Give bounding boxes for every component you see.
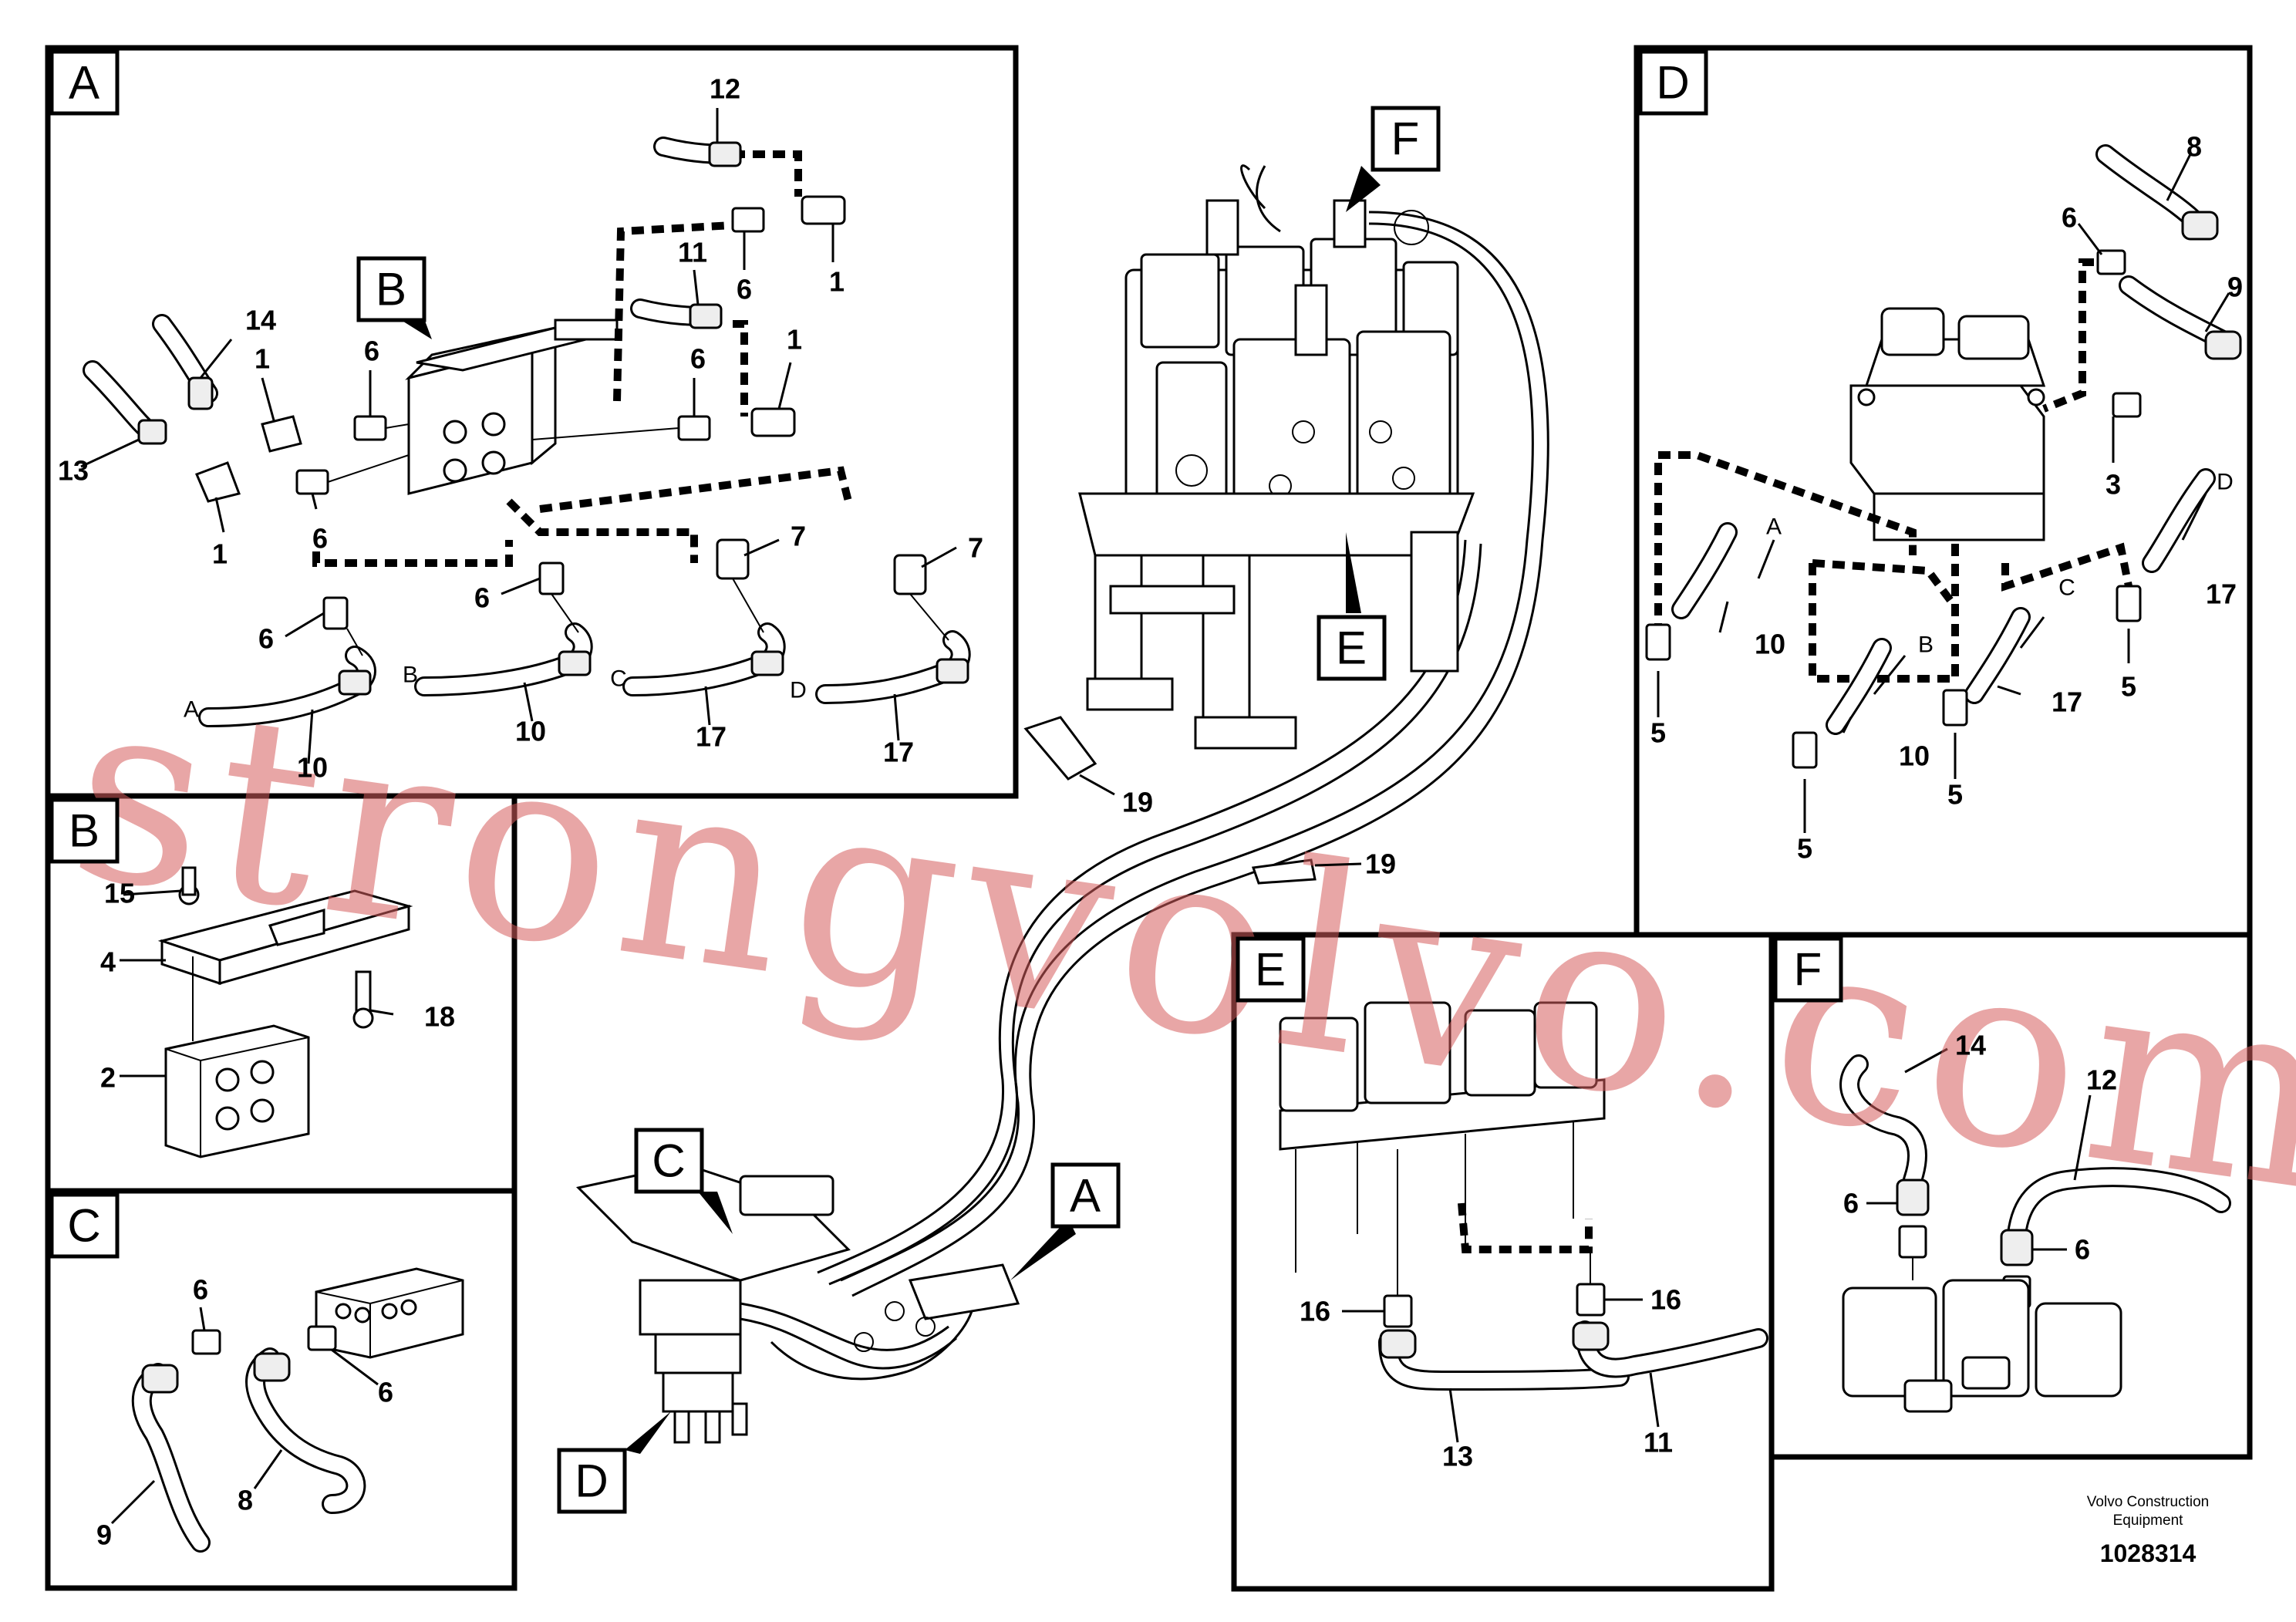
part-label-6: 6	[193, 1274, 208, 1306]
part-label-13: 13	[1442, 1441, 1473, 1472]
part-label-5: 5	[1947, 779, 1963, 811]
svg-text:D: D	[575, 1455, 608, 1507]
part-label-6: 6	[364, 336, 379, 367]
drawing-number: 1028314	[2100, 1539, 2197, 1567]
part-label-14: 14	[245, 305, 276, 336]
part-label-4: 4	[100, 946, 116, 978]
part-label-1: 1	[829, 266, 845, 298]
part-label-10: 10	[1755, 629, 1785, 660]
part-label-17: 17	[883, 737, 914, 768]
part-label-19: 19	[1365, 848, 1396, 880]
part-label-12: 12	[2086, 1064, 2117, 1096]
part-label-10: 10	[297, 752, 328, 784]
svg-text:E: E	[1336, 622, 1367, 674]
svg-text:E: E	[1255, 944, 1286, 996]
part-label-6: 6	[474, 582, 490, 614]
center-assembly	[575, 164, 1549, 1444]
part-label-2: 2	[100, 1062, 116, 1094]
part-label-18: 18	[424, 1001, 455, 1033]
part-label-9: 9	[96, 1519, 112, 1551]
part-label-17: 17	[696, 721, 727, 753]
part-label-1: 1	[787, 324, 802, 356]
svg-text:A: A	[69, 57, 99, 109]
part-label-3: 3	[2106, 469, 2121, 501]
panel-d	[1633, 45, 2253, 938]
connection-label-d: D	[2217, 470, 2234, 495]
svg-text:C: C	[652, 1135, 685, 1187]
part-label-10: 10	[1899, 740, 1930, 772]
connection-label-a: A	[184, 697, 199, 723]
panel-e	[1231, 932, 1775, 1592]
callout-b: B	[356, 256, 432, 339]
part-label-15: 15	[104, 878, 135, 909]
part-label-17: 17	[2206, 578, 2237, 610]
panel-b	[45, 793, 518, 1194]
section-tag-a: A	[49, 49, 120, 116]
manufacturer-name-line2: Equipment	[2113, 1512, 2184, 1529]
part-label-12: 12	[710, 73, 740, 105]
connection-label-c: C	[2058, 575, 2075, 601]
part-label-5: 5	[1797, 833, 1812, 865]
part-label-5: 5	[2121, 671, 2136, 703]
section-tag-e: E	[1236, 936, 1306, 1003]
part-label-6: 6	[737, 274, 752, 305]
part-label-14: 14	[1955, 1030, 1986, 1061]
part-label-6: 6	[2075, 1234, 2090, 1266]
part-label-6: 6	[690, 343, 706, 375]
svg-text:D: D	[1656, 57, 1689, 109]
connection-label-c: C	[610, 666, 627, 692]
part-label-1: 1	[212, 538, 228, 570]
callout-d: D	[557, 1411, 671, 1514]
connection-label-b: B	[1918, 632, 1934, 658]
part-label-1: 1	[255, 343, 270, 375]
callout-c: C	[634, 1128, 733, 1234]
section-tag-c: C	[49, 1192, 120, 1259]
part-label-16: 16	[1300, 1296, 1330, 1327]
part-label-7: 7	[791, 521, 806, 552]
part-label-13: 13	[58, 455, 89, 487]
svg-text:C: C	[67, 1200, 100, 1252]
part-label-6: 6	[2062, 202, 2077, 234]
part-label-6: 6	[312, 523, 328, 555]
section-tag-d: D	[1638, 49, 1708, 116]
manufacturer-name: Volvo Construction	[2087, 1494, 2209, 1510]
svg-text:B: B	[376, 264, 406, 315]
callout-e: E	[1317, 532, 1387, 681]
part-label-10: 10	[515, 716, 546, 747]
section-tag-f: F	[1773, 936, 1843, 1003]
section-tag-b: B	[49, 798, 120, 864]
connection-label-d: D	[790, 678, 807, 703]
part-label-7: 7	[968, 532, 983, 564]
part-label-17: 17	[2052, 686, 2082, 718]
callout-f: F	[1346, 106, 1441, 212]
connection-label-a: A	[1766, 514, 1782, 540]
panel-f	[1768, 932, 2253, 1460]
fitting-12-hose	[653, 137, 743, 167]
svg-text:F: F	[1794, 944, 1822, 996]
svg-text:F: F	[1391, 113, 1420, 165]
connection-label-b: B	[403, 663, 418, 688]
part-label-11: 11	[678, 237, 707, 268]
part-label-16: 16	[1650, 1284, 1681, 1316]
part-label-19: 19	[1122, 787, 1153, 818]
panel-a	[45, 45, 1019, 799]
part-label-11: 11	[1644, 1427, 1673, 1458]
part-label-6: 6	[378, 1377, 393, 1408]
part-label-6: 6	[258, 623, 274, 655]
part-label-5: 5	[1650, 717, 1666, 749]
panel-c	[45, 1188, 518, 1591]
part-label-9: 9	[2227, 271, 2243, 303]
part-label-6: 6	[1843, 1188, 1859, 1219]
part-label-8: 8	[2186, 131, 2202, 163]
svg-text:A: A	[1070, 1170, 1101, 1222]
callout-a: A	[1010, 1162, 1121, 1280]
part-label-8: 8	[238, 1485, 253, 1516]
svg-text:B: B	[69, 805, 99, 857]
